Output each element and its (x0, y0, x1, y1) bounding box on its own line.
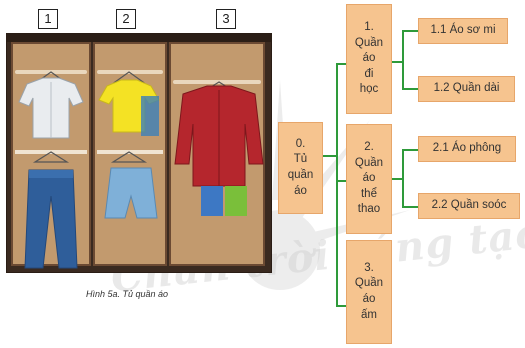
root-node-wardrobe: 0. Tủ quần áo (278, 122, 323, 214)
category-node-2: 2. Quần áo thể thao (346, 124, 392, 234)
connector-1-2 (402, 88, 418, 90)
item-node-1-1: 1.1 Áo sơ mi (418, 18, 508, 44)
connector-cat2-out (392, 178, 403, 180)
connector-cat-1 (336, 63, 346, 65)
item-node-1-2: 1.2 Quần dài (418, 76, 515, 102)
item-node-2-1: 2.1 Áo phông (418, 136, 516, 162)
category-node-1: 1. Quần áo đi học (346, 4, 392, 114)
label-box-1: 1 (38, 9, 58, 29)
connector-1-1 (402, 30, 418, 32)
connector-2-1 (402, 149, 418, 151)
clothes-drawing (18, 71, 264, 269)
connector-root (323, 155, 337, 157)
connector-cat-2 (336, 180, 346, 182)
connector-cat-3 (336, 305, 346, 307)
connector-cat1-out (392, 61, 403, 63)
connector-cat1-vertical (402, 30, 404, 90)
category-node-3: 3. Quần áo ấm (346, 240, 392, 344)
figure-caption: Hình 5a. Tủ quần áo (86, 289, 169, 299)
connector-trunk (336, 63, 338, 307)
connector-cat2-vertical (402, 149, 404, 208)
connector-2-2 (402, 206, 418, 208)
label-box-2: 2 (116, 9, 136, 29)
label-box-3: 3 (216, 9, 236, 29)
wardrobe-illustration (6, 33, 272, 273)
item-node-2-2: 2.2 Quần soóc (418, 193, 520, 219)
